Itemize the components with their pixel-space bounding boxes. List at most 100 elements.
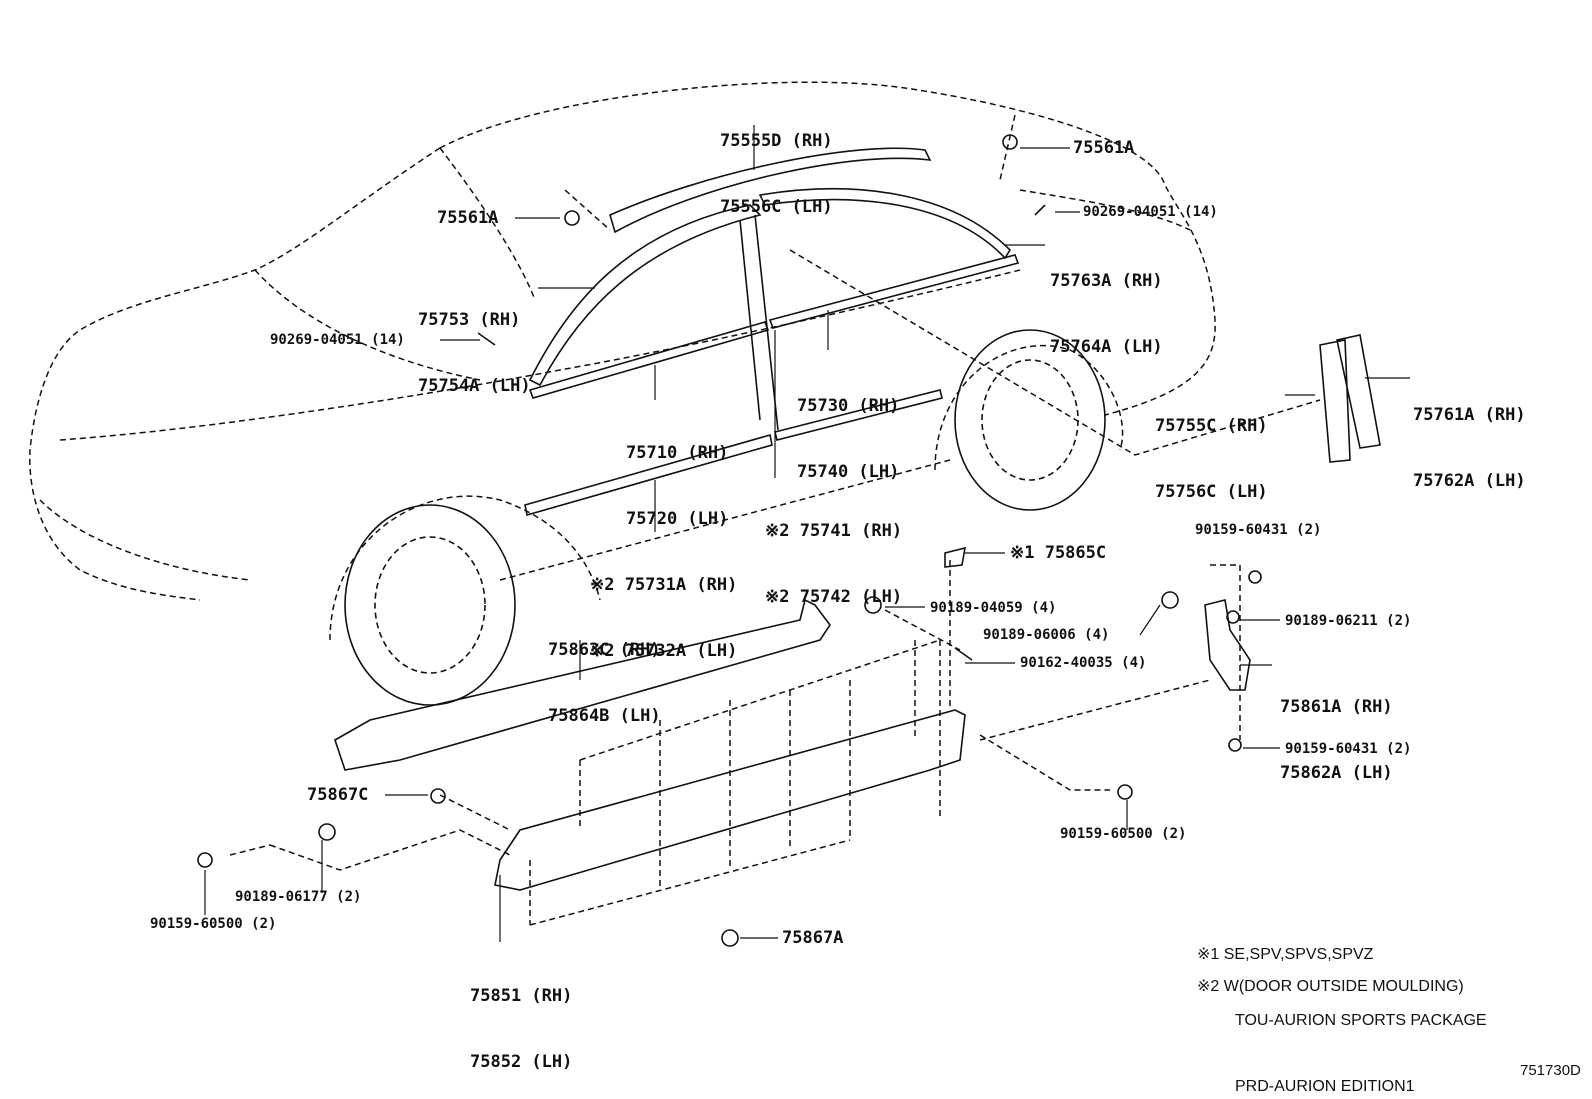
clip-90189-06177 — [318, 823, 336, 841]
guide-box-5 — [439, 609, 961, 831]
footnote-2: ※2 W(DOOR OUTSIDE MOULDING) — [1197, 978, 1464, 995]
rocker-panel-reinforcement — [334, 598, 831, 771]
door-belt-moulding-front — [528, 321, 770, 399]
label-75555-rh: 75555D (RH) — [720, 131, 833, 151]
label-75865c: ※1 75865C — [1010, 543, 1107, 563]
label-75561a-left: 75561A — [437, 208, 499, 228]
label-75730-rh: 75730 (RH) — [797, 396, 900, 416]
label-75732-lh: ※2 75732A (LH) — [590, 641, 738, 661]
car-rear-wheel-arch — [934, 344, 1124, 471]
rear-wheel — [954, 329, 1106, 511]
label-90159-60431-bot: 90159-60431 (2) — [1285, 741, 1412, 757]
screw-90159-60431-top — [1248, 570, 1262, 584]
label-75762-lh: 75762A (LH) — [1413, 471, 1526, 491]
car-roof-outline — [439, 81, 1216, 416]
b-pillar — [739, 214, 779, 431]
label-75852-lh: 75852 (LH) — [470, 1052, 573, 1072]
screw-90162 — [954, 647, 973, 661]
guide-line-e — [269, 829, 511, 871]
door-belt-moulding-rear — [768, 254, 1020, 329]
label-90269-left: 90269-04051 (14) — [270, 332, 405, 348]
mudguard — [1204, 599, 1251, 691]
label-75864-lh: 75864B (LH) — [548, 706, 661, 726]
label-90189-06177: 90189-06177 (2) — [235, 889, 362, 905]
label-75710: 75710 (RH) 75720 (LH) — [626, 398, 728, 574]
door-outside-moulding-front — [524, 433, 773, 517]
label-75720-lh: 75720 (LH) — [626, 509, 729, 529]
clip-90189-06006 — [1161, 591, 1179, 609]
label-75556-lh: 75556C (LH) — [720, 197, 833, 217]
car-sill-line — [499, 459, 951, 581]
label-75753: 75753 (RH) 75754A (LH) — [418, 265, 531, 441]
guide-box-6 — [999, 114, 1016, 181]
label-90189-04059: 90189-04059 (4) — [930, 600, 1057, 616]
car-hood-outline — [29, 147, 441, 601]
label-75851: 75851 (RH) 75852 (LH) — [470, 941, 572, 1099]
screw-90159-60500-right — [1117, 784, 1133, 800]
guide-line-b — [564, 189, 611, 231]
car-hood-center — [254, 269, 481, 381]
guide-box-4 — [1210, 564, 1241, 740]
door-outside-moulding-rear — [774, 389, 943, 441]
label-75763: 75763A (RH) 75764A (LH) — [1050, 226, 1163, 402]
clip-75561a-right — [1002, 134, 1018, 150]
car-rear-deck — [1019, 189, 1191, 231]
label-75742-lh: ※2 75742 (LH) — [765, 587, 903, 607]
label-75861: 75861A (RH) 75862A (LH) — [1280, 652, 1393, 828]
front-window-frame — [528, 204, 762, 387]
car-windshield — [439, 147, 536, 301]
diagram-code: 751730D — [1520, 1062, 1581, 1079]
clip-90189-04059 — [864, 596, 882, 614]
screw-90159-60431-bot — [1228, 738, 1242, 752]
label-90159-60500-left: 90159-60500 (2) — [150, 916, 277, 932]
guide-box-1 — [579, 640, 941, 890]
label-75731-rh: ※2 75731A (RH) — [590, 575, 738, 595]
guide-line-c — [979, 734, 1110, 791]
label-75867c: 75867C — [307, 785, 369, 805]
clip-75867a — [721, 929, 739, 947]
label-75730: 75730 (RH) 75740 (LH) — [797, 351, 899, 527]
label-75863: 75863C (RH) 75864B (LH) — [548, 595, 661, 771]
guide-line-f — [229, 844, 271, 856]
footnote-1-line1: ※1 SE,SPV,SPVS,SPVZ — [1197, 946, 1374, 963]
label-75761: 75761A (RH) 75762A (LH) — [1413, 360, 1526, 536]
clip-75867c — [430, 788, 446, 804]
pillar-garnish — [1319, 334, 1381, 463]
label-75763-rh: 75763A (RH) — [1050, 271, 1163, 291]
car-front-wheel-arch — [329, 495, 601, 641]
guide-line-a — [789, 249, 1321, 456]
label-75862-lh: 75862A (LH) — [1280, 763, 1393, 783]
label-90162: 90162-40035 (4) — [1020, 655, 1147, 671]
label-75851-rh: 75851 (RH) — [470, 986, 573, 1006]
label-75755: 75755C (RH) 75756C (LH) — [1155, 371, 1268, 547]
label-75561a-right: 75561A — [1073, 138, 1135, 158]
label-90189-06211: 90189-06211 (2) — [1285, 613, 1412, 629]
rear-wheel-rim — [981, 359, 1079, 481]
screw-90269-right — [1034, 204, 1046, 216]
roof-moulding — [609, 147, 932, 234]
label-75755-rh: 75755C (RH) — [1155, 416, 1268, 436]
label-75754-lh: 75754A (LH) — [418, 376, 531, 396]
label-75741: ※2 75741 (RH) ※2 75742 (LH) — [765, 476, 902, 652]
car-beltline — [59, 269, 1021, 441]
clip-90189-06211 — [1226, 610, 1240, 624]
label-90189-06006: 90189-06006 (4) — [983, 627, 1110, 643]
label-90269-right: 90269-04051 (14) — [1083, 204, 1218, 220]
label-75731: ※2 75731A (RH) ※2 75732A (LH) — [590, 530, 737, 706]
front-wheel-rim — [374, 536, 486, 674]
guide-line-d — [979, 679, 1211, 741]
guide-box-3 — [914, 560, 951, 740]
car-front-bumper — [39, 499, 251, 581]
rocker-panel-moulding — [494, 709, 966, 891]
label-75756-lh: 75756C (LH) — [1155, 482, 1268, 502]
label-75761-rh: 75761A (RH) — [1413, 405, 1526, 425]
label-75764-lh: 75764A (LH) — [1050, 337, 1163, 357]
label-75741-rh: ※2 75741 (RH) — [765, 521, 903, 541]
clip-75561a-left — [564, 210, 580, 226]
label-90159-60500-right: 90159-60500 (2) — [1060, 826, 1187, 842]
footnote-1-line2: TOU-AURION SPORTS PACKAGE — [1235, 1012, 1487, 1029]
label-75867a: 75867A — [782, 928, 844, 948]
front-wheel — [344, 504, 516, 706]
